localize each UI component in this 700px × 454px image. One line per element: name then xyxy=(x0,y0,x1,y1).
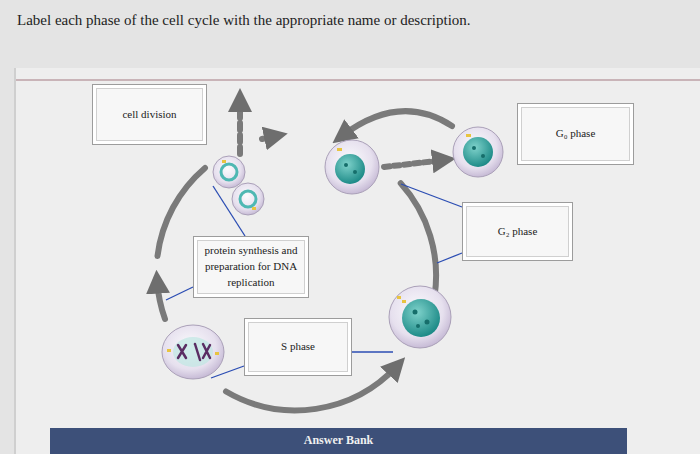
cell xyxy=(325,140,379,194)
panel-edge xyxy=(14,68,16,454)
cycle-arc xyxy=(157,282,165,319)
cell xyxy=(389,286,451,348)
leader-line xyxy=(166,287,193,300)
label-box: G₂ phase xyxy=(462,202,573,261)
mitotic-cell xyxy=(162,325,224,379)
cycle-arrows xyxy=(157,100,452,410)
label-box: G₀ phase xyxy=(517,103,634,165)
label-box: cell division xyxy=(92,84,207,145)
panel-rule xyxy=(15,79,700,81)
panel xyxy=(15,68,700,454)
label-box: S phase xyxy=(244,318,352,376)
answer-bank-bar: Answer Bank xyxy=(50,428,627,454)
cycle-arc xyxy=(262,136,276,139)
cells xyxy=(162,127,503,379)
leader-lines xyxy=(166,184,462,378)
bar-label: Answer Bank xyxy=(304,432,373,449)
return-arrow xyxy=(342,111,452,136)
phase-label: G₂ phase xyxy=(498,224,538,240)
cell xyxy=(453,127,503,177)
label-box: protein synthesis and preparation for DN… xyxy=(193,236,309,298)
phase-label: S phase xyxy=(281,339,315,355)
phase-label: cell division xyxy=(122,107,176,123)
daughter-cell xyxy=(232,183,264,215)
phase-label: protein synthesis and preparation for DN… xyxy=(202,243,300,291)
leader-line xyxy=(401,184,462,207)
leader-line xyxy=(352,351,393,352)
division-arrow xyxy=(237,100,243,154)
question-title: Label each phase of the cell cycle with … xyxy=(17,12,471,29)
leader-line xyxy=(437,253,462,263)
daughter-cell xyxy=(213,156,245,188)
phase-label: G₀ phase xyxy=(556,126,596,142)
cycle-arc xyxy=(401,183,436,295)
exit-arrow xyxy=(384,160,444,167)
